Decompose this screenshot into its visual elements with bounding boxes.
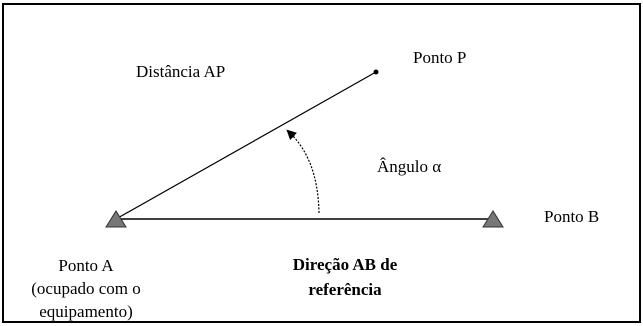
distance-line <box>115 71 377 220</box>
reference-direction-label: Direção AB de referência <box>255 252 435 302</box>
point-a-line: equipamento) <box>39 302 133 321</box>
frame-border <box>2 3 641 323</box>
curved-arrow-icon <box>286 129 320 214</box>
reference-line: Direção AB de <box>292 255 398 274</box>
distance-label: Distância AP <box>136 62 226 81</box>
triangle-marker-icon <box>482 210 504 228</box>
point-b-label: Ponto B <box>544 207 600 226</box>
point-a-line: (ocupado com o <box>31 279 141 298</box>
dot-marker-icon <box>373 69 379 75</box>
triangle-marker-icon <box>105 210 127 228</box>
point-p-label: Ponto P <box>413 48 467 67</box>
point-a-line: Ponto A <box>58 256 114 275</box>
point-a-label: Ponto A (ocupado com o equipamento) <box>10 254 162 323</box>
angle-label: Ângulo α <box>377 157 442 176</box>
reference-line: referência <box>308 280 382 299</box>
